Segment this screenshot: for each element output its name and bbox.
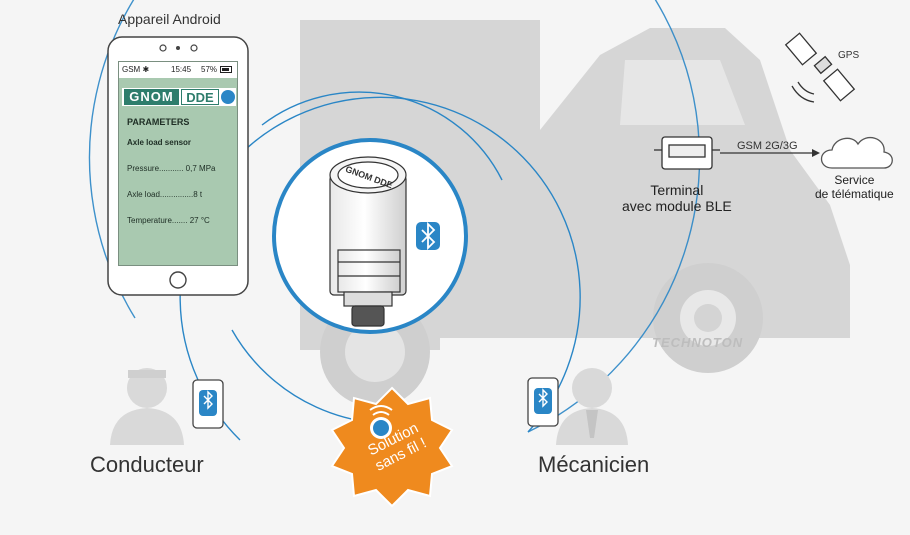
param-row-axle-load: Axle load...............8 t	[127, 190, 203, 199]
param-row-temperature: Temperature....... 27 °C	[127, 216, 210, 225]
driver-figure	[110, 368, 184, 445]
bluetooth-icon	[416, 221, 440, 251]
satellite-icon	[784, 32, 856, 103]
wireless-badge	[330, 386, 454, 508]
terminal-label: Terminal avec module BLE	[622, 182, 732, 214]
status-battery: 57%	[201, 65, 218, 74]
brand-logo-icon	[221, 90, 235, 104]
gps-label: GPS	[838, 50, 860, 61]
truck-details	[620, 60, 745, 125]
axle-load-sensor	[329, 156, 407, 327]
screen-title: PARAMETERS	[127, 117, 190, 127]
telematics-service-label: Service de télématique	[815, 173, 894, 201]
param-row-pressure: Pressure........... 0,7 MPa	[127, 164, 216, 173]
status-bar: GSM ✱ 15:45 57%	[119, 62, 237, 78]
gsm-label: GSM 2G/3G	[737, 140, 798, 152]
gsm-arrow	[720, 149, 820, 157]
driver-phone-icon	[192, 379, 224, 429]
mechanic-figure	[556, 368, 628, 445]
mechanic-label: Mécanicien	[538, 452, 650, 477]
battery-icon	[220, 66, 232, 73]
android-device-label: Appareil Android	[118, 11, 221, 27]
terminal-label-line2: avec module BLE	[622, 198, 732, 214]
status-network: GSM ✱	[122, 65, 150, 74]
service-label-line2: de télématique	[815, 187, 894, 201]
status-time: 15:45	[171, 65, 192, 74]
technoton-watermark: TECHNOTON	[652, 335, 744, 350]
mechanic-phone-icon	[527, 377, 559, 427]
terminal-device-icon	[654, 136, 720, 170]
cloud-icon	[820, 136, 893, 169]
brand-gnom: GNOM	[124, 89, 179, 105]
service-label-line1: Service	[834, 173, 875, 187]
driver-label: Conducteur	[90, 452, 204, 477]
terminal-label-line1: Terminal	[650, 182, 704, 198]
screen-subtitle: Axle load sensor	[127, 138, 192, 147]
brand-dde: DDE	[181, 89, 219, 105]
phone-screen: GSM ✱ 15:45 57% GNOM DDE PARAMETERS Axle…	[118, 61, 238, 266]
app-header: GNOM DDE	[122, 88, 236, 106]
